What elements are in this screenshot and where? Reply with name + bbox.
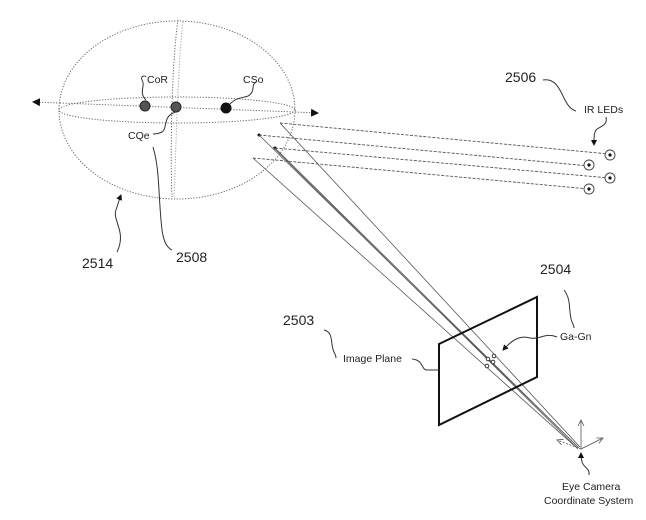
cso-label: CSo (243, 74, 264, 86)
ref-2514: 2514 (82, 255, 113, 271)
camera-label-line1: Eye Camera (562, 481, 621, 493)
cqe-leader (152, 111, 177, 135)
ir-ray (258, 134, 590, 167)
cqe-point (170, 101, 182, 113)
ir-led (583, 159, 595, 171)
cor-point (139, 100, 151, 112)
glint-image (490, 359, 496, 365)
ref-2504-leader (563, 289, 575, 329)
reflected-ray (272, 146, 578, 449)
cor-label: CoR (147, 74, 168, 86)
glint-image (484, 363, 490, 369)
ref-2504: 2504 (540, 261, 571, 277)
ir-led (604, 149, 616, 161)
camera-coordinate-system (557, 420, 603, 450)
ir-leds-label: IR LEDs (584, 104, 623, 116)
camera-label-line2: Coordinate System (544, 495, 634, 507)
camera-axis-z (580, 438, 603, 450)
ir-ray (279, 122, 610, 155)
reflected-rays (252, 122, 581, 450)
optical-axis-right (294, 108, 319, 117)
ir-ray (252, 157, 590, 190)
camera-leader (578, 452, 590, 476)
glint-image (491, 353, 497, 359)
glint-image (485, 356, 491, 362)
reflected-ray (279, 122, 581, 448)
image-plane-frame (438, 295, 538, 427)
ir-leds-leader (591, 116, 607, 146)
ir-led (583, 183, 595, 195)
eyeball: CoR CQe CSo (32, 19, 319, 200)
ir-ray (274, 147, 610, 179)
ref-2508: 2508 (176, 249, 207, 265)
ir-led (604, 172, 616, 184)
image-plane-label: Image Plane (343, 353, 402, 365)
cqe-label: CQe (128, 130, 150, 142)
ref-2503-leader (323, 329, 337, 359)
image-plane-leader (411, 358, 439, 371)
cso-point (220, 102, 232, 114)
reflected-ray (252, 157, 579, 450)
optical-axis-left (32, 98, 61, 107)
ref-2508-leader (152, 146, 173, 251)
ref-2506: 2506 (505, 69, 536, 85)
ir-led-rays (252, 122, 610, 190)
cso-leader (229, 81, 257, 105)
cor-leader (141, 75, 147, 101)
image-plane (438, 295, 538, 427)
eyeball-equator (58, 96, 296, 124)
camera-axis-x (557, 440, 582, 450)
ir-leds (583, 149, 616, 195)
ga-gn-leader (502, 334, 558, 351)
ref-2503: 2503 (283, 312, 314, 328)
ga-gn-label: Ga-Gn (560, 331, 592, 343)
reflected-ray (274, 147, 580, 449)
ref-2506-leader (542, 79, 577, 112)
ref-2514-leader (114, 194, 122, 253)
